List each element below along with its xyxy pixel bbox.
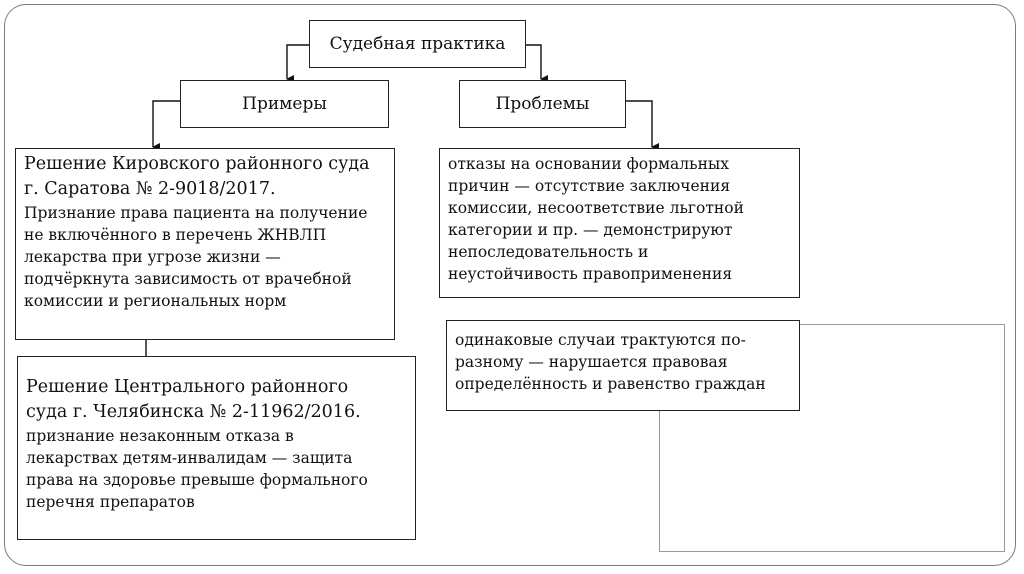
case1-body-line: комиссии и региональных норм [24, 292, 287, 310]
problem1-line: неустойчивость правоприменения [448, 265, 733, 283]
case2-body-line: признание незаконным отказа в [26, 427, 294, 445]
slide-frame [4, 4, 1016, 566]
problem1-line: категории и пр. — демонстрируют [448, 221, 733, 239]
problem2-box: одинаковые случаи трактуются по- разному… [446, 320, 800, 411]
problem1-line: отказы на основании формальных [448, 155, 729, 173]
arrow-problems-to-item1 [625, 100, 659, 151]
arrow-root-to-examples [286, 44, 309, 83]
case2-title-line2: суда г. Челябинска № 2-11962/2016. [26, 402, 361, 422]
root-label: Судебная практика [329, 34, 506, 54]
problems-node: Проблемы [459, 80, 626, 128]
case1-title-line2: г. Саратова № 2-9018/2017. [24, 179, 276, 199]
problem1-line: непоследовательность и [448, 243, 649, 261]
examples-node: Примеры [180, 80, 389, 128]
problem2-line: разному — нарушается правовая [455, 353, 728, 371]
case2-title-line1: Решение Центрального районного [26, 377, 349, 397]
problem2-line: одинаковые случаи трактуются по- [455, 331, 746, 349]
problems-label: Проблемы [495, 94, 590, 114]
problem1-line: причин — отсутствие заключения [448, 177, 731, 195]
case1-body-line: не включённого в перечень ЖНВЛП [24, 226, 327, 244]
case1-body-line: Признание права пациента на получение [24, 204, 368, 222]
case1-body-line: подчёркнута зависимость от врачебной [24, 270, 352, 288]
problem1-line: комиссии, несоответствие льготной [448, 199, 744, 217]
case2-body-line: права на здоровье превыше формального [26, 471, 368, 489]
case1-title-line1: Решение Кировского районного суда [24, 154, 370, 174]
case1-box: Решение Кировского районного суда г. Сар… [15, 148, 395, 340]
case1-body-line: лекарства при угрозе жизни — [24, 248, 281, 266]
problem1-box: отказы на основании формальных причин — … [439, 148, 800, 298]
case2-body-line: лекарствах детям-инвалидам — защита [26, 449, 353, 467]
arrow-examples-to-case1 [152, 100, 180, 151]
examples-label: Примеры [242, 94, 327, 114]
empty-placeholder-box [659, 324, 1005, 552]
case2-body-line: перечня препаратов [26, 493, 195, 511]
case2-box: Решение Центрального районного суда г. Ч… [17, 356, 416, 540]
arrow-root-to-problems [526, 44, 548, 83]
root-node: Судебная практика [309, 20, 526, 68]
problem2-line: определённость и равенство граждан [455, 375, 766, 393]
